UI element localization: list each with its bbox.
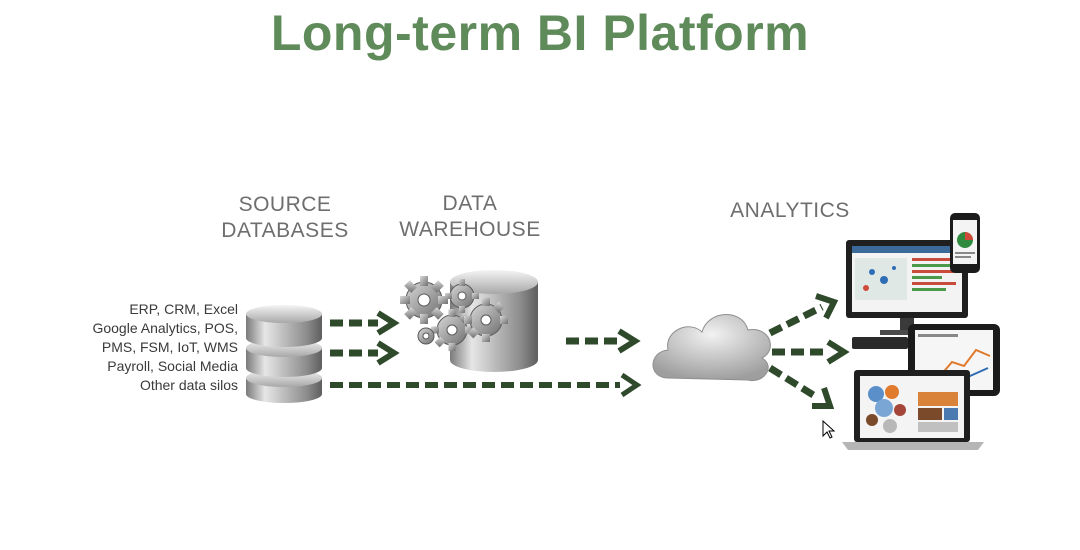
arrow-db-to-warehouse-1: [330, 310, 400, 336]
heading-line: SOURCE: [238, 193, 332, 216]
mouse-cursor-icon: [822, 419, 836, 439]
arrow-db-to-warehouse-2: [330, 340, 400, 366]
heading-line: DATA: [442, 192, 498, 215]
gears-icon: [400, 276, 508, 351]
source-item: PMS, FSM, IoT, WMS: [101, 339, 238, 355]
arrow-cloud-to-desktop: [768, 293, 839, 337]
arrow-cloud-to-tablet: [772, 339, 850, 365]
source-item: Google Analytics, POS,: [92, 320, 238, 336]
source-item: ERP, CRM, Excel: [129, 301, 238, 317]
heading-line: DATABASES: [221, 219, 349, 242]
arrow-db-to-cloud: [330, 372, 642, 398]
source-list: ERP, CRM, Excel Google Analytics, POS, P…: [60, 300, 238, 395]
source-item: Payroll, Social Media: [107, 358, 238, 374]
heading-line: WAREHOUSE: [399, 218, 541, 241]
smartphone-icon: [950, 213, 980, 273]
arrow-warehouse-to-cloud: [566, 328, 641, 354]
laptop-icon: [842, 370, 984, 450]
desktop-monitor-icon: [846, 240, 968, 349]
database-stack-icon: [246, 305, 322, 403]
source-item: Other data silos: [139, 377, 238, 393]
cloud-icon: [652, 314, 771, 382]
source-databases-heading: SOURCE DATABASES: [205, 192, 365, 244]
data-warehouse-heading: DATA WAREHOUSE: [385, 191, 555, 243]
analytics-heading: ANALYTICS: [730, 199, 850, 222]
arrow-cloud-to-laptop: [768, 365, 835, 409]
page-title: Long-term BI Platform: [270, 5, 810, 61]
